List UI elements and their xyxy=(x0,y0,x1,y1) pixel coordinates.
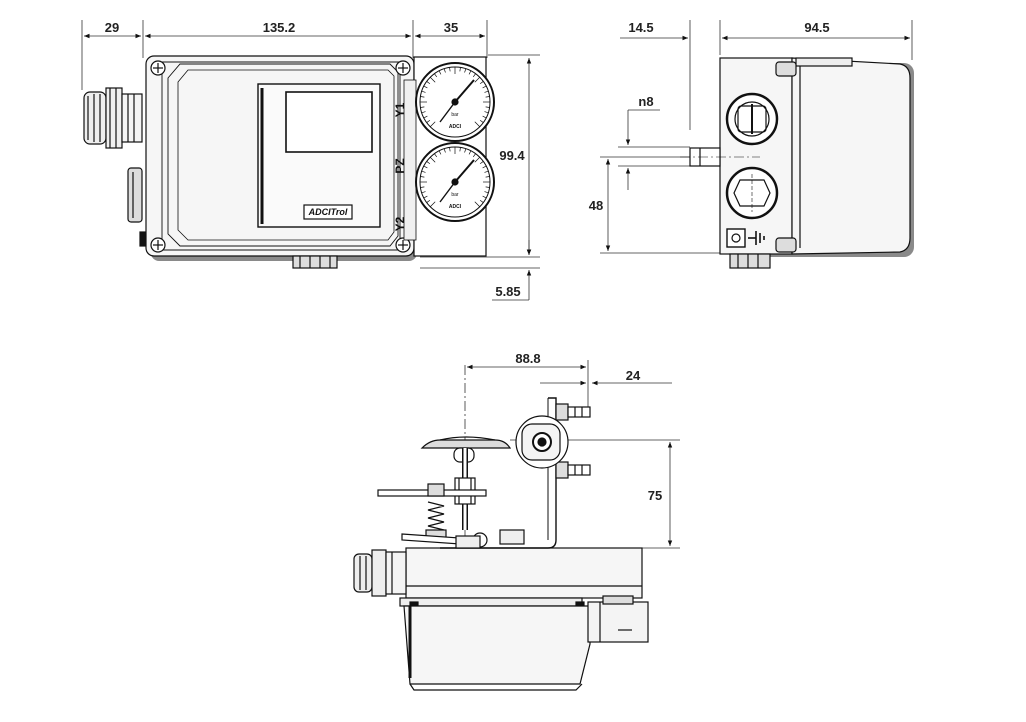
side-housing-body xyxy=(791,57,911,255)
gauge-tick xyxy=(434,153,438,158)
nameplate xyxy=(303,204,353,220)
gauge-tick xyxy=(430,77,436,83)
gauge-tick xyxy=(423,195,428,199)
front-view: ADCITrol Y1 PZ Y2 bar ADCI bar ADCI xyxy=(81,20,540,301)
gauge-tick xyxy=(468,150,472,155)
gauge-tick xyxy=(484,111,489,114)
gauge-tick xyxy=(426,199,431,203)
gauge-tick xyxy=(423,165,428,169)
gauge-tick xyxy=(464,68,467,73)
gauge-tick xyxy=(485,96,490,98)
dim-port-height: 48 xyxy=(589,198,603,213)
dim-housing-height: 99.4 xyxy=(499,148,525,163)
gauge-tick xyxy=(426,119,431,123)
gauge-tick xyxy=(421,111,426,114)
gauge-tick xyxy=(474,121,480,127)
gauge-tick xyxy=(484,191,489,194)
gauge-tick xyxy=(443,148,446,153)
dim-cable-gland: 29 xyxy=(105,20,119,35)
screw-icon xyxy=(150,60,411,253)
gauge-tick xyxy=(472,153,476,158)
gauge-tick xyxy=(430,157,436,163)
gauge-tick xyxy=(421,191,426,194)
gauge-tick xyxy=(438,150,442,155)
pneumatic-port xyxy=(725,92,779,146)
gauge-tick xyxy=(426,161,431,165)
dim-bracket-width: 24 xyxy=(626,368,641,383)
dim-housing-width: 135.2 xyxy=(263,20,296,35)
cable-gland-icon xyxy=(353,549,407,597)
gauge-tick xyxy=(430,121,436,127)
dim-side-depth: 94.5 xyxy=(804,20,829,35)
ground-symbol-icon xyxy=(748,231,765,245)
housing-bottom xyxy=(405,547,643,599)
pressure-gauge-icon: bar ADCI xyxy=(415,142,495,222)
dim-gauge-block: 35 xyxy=(444,20,458,35)
gauge-tick xyxy=(464,148,467,153)
dimension-lines-front xyxy=(81,20,540,301)
dim-bracket-height: 75 xyxy=(648,488,662,503)
gauge-brand: ADCI xyxy=(449,204,462,210)
gauge-tick xyxy=(449,147,451,152)
gauge-unit: bar xyxy=(451,192,459,198)
gauge-tick xyxy=(420,186,425,188)
housing-lower xyxy=(403,605,591,685)
dim-thread-size: n8 xyxy=(638,94,653,109)
pressure-gauge-icon: bar ADCI xyxy=(415,62,495,142)
gauge-tick xyxy=(421,170,426,173)
gauge-tick xyxy=(468,70,472,75)
gauge-tick xyxy=(430,201,436,207)
nameplate-text: ADCITrol xyxy=(308,207,348,217)
port-label-pz: PZ xyxy=(393,158,407,173)
gauge-tick xyxy=(459,67,461,72)
gauge-tick xyxy=(472,73,476,78)
gauge-tick xyxy=(426,81,431,85)
cable-gland-icon xyxy=(83,87,143,149)
gauge-tick xyxy=(443,68,446,73)
gauge-tick xyxy=(484,90,489,93)
gauge-tick xyxy=(474,201,480,207)
gauge-tick xyxy=(482,195,487,199)
gauge-tick xyxy=(482,165,487,169)
gauge-tick xyxy=(479,199,484,203)
gauge-tick xyxy=(479,119,484,123)
dim-shaft-offset: 88.8 xyxy=(515,351,540,366)
side-face-front xyxy=(719,57,793,255)
side-connector xyxy=(127,167,143,223)
mounting-view xyxy=(353,360,680,691)
gauge-tick xyxy=(420,176,425,178)
gauge-tick xyxy=(474,77,480,83)
gauge-unit: bar xyxy=(451,112,459,118)
port-label-y2: Y2 xyxy=(393,216,407,231)
pressure-fitting xyxy=(587,601,649,643)
gauge-tick xyxy=(459,147,461,152)
lcd-screen xyxy=(285,91,373,153)
side-view xyxy=(600,20,914,269)
gauge-tick xyxy=(434,73,438,78)
gauge-tick xyxy=(485,186,490,188)
gauge-tick xyxy=(421,90,426,93)
gauge-tick xyxy=(485,106,490,108)
gauge-tick xyxy=(423,115,428,119)
gauge-tick xyxy=(479,81,484,85)
dim-base-offset: 5.85 xyxy=(495,284,520,299)
gauge-tick xyxy=(485,176,490,178)
gauge-tick xyxy=(438,70,442,75)
dim-side-offset: 14.5 xyxy=(628,20,653,35)
gauge-tick xyxy=(420,96,425,98)
gauge-tick xyxy=(423,85,428,89)
bottom-fitting xyxy=(292,255,338,269)
gauge-tick xyxy=(482,115,487,119)
gauge-tick xyxy=(420,106,425,108)
gauge-tick xyxy=(484,170,489,173)
gauge-tick xyxy=(482,85,487,89)
gauge-tick xyxy=(479,161,484,165)
gauge-tick xyxy=(474,157,480,163)
gauge-brand: ADCI xyxy=(449,124,462,130)
gauge-tick xyxy=(449,67,451,72)
hex-plug xyxy=(725,166,779,220)
port-label-y1: Y1 xyxy=(393,102,407,117)
gauge-ticks xyxy=(420,67,490,207)
